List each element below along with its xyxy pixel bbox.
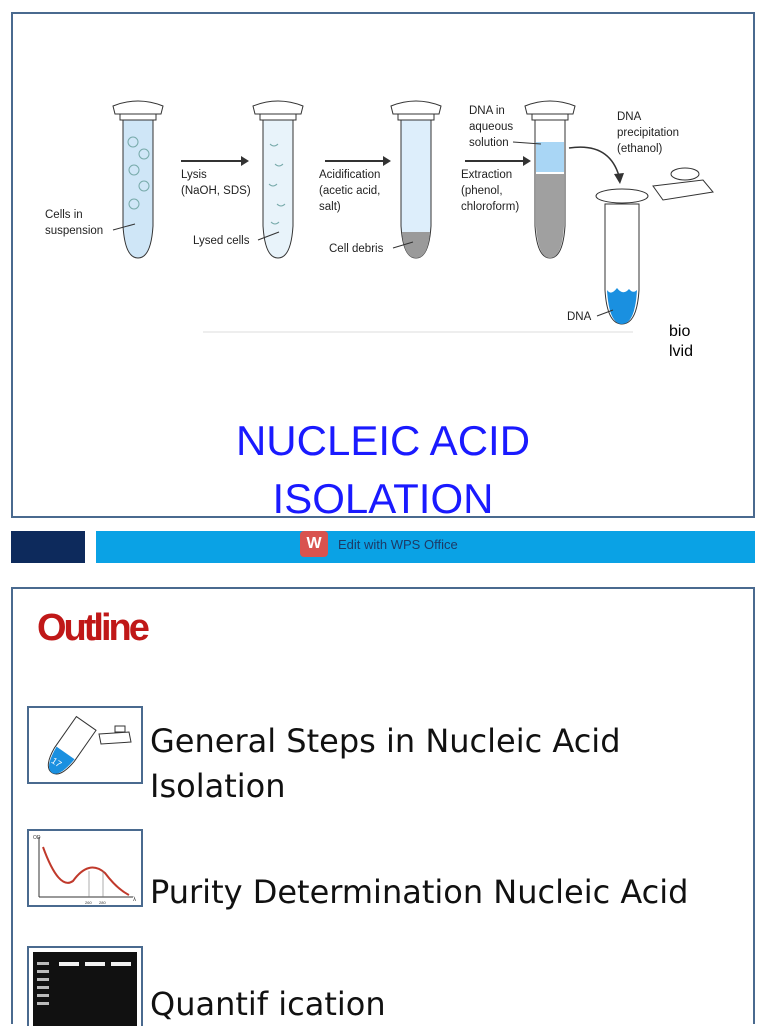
svg-text:Lysis (NaOH, SDS): Lysis (NaOH, SDS): [181, 169, 251, 197]
tube-dna-precipitate: [595, 167, 714, 325]
spectrum-graph-icon: OD λ 260 280: [27, 829, 143, 907]
svg-text:Acidification (acetic ac: Acidification (acetic acid, salt): [319, 169, 384, 213]
banner-blue-bar: [96, 531, 755, 563]
svg-text:Lysed cells: Lysed cells: [193, 235, 250, 247]
outline-item-2: Purity Determination Nucleic Acid: [150, 873, 689, 911]
tube-lysed-cells: [252, 100, 304, 259]
title-slide: Cells in suspension Lysis (NaOH, SDS) Ly…: [11, 12, 755, 522]
outline-slide: Outline 17 General Steps in Nucleic Acid…: [11, 587, 755, 1026]
svg-text:Cells in suspension: Cells in suspension: [45, 209, 103, 237]
tube-icon: 17: [27, 706, 143, 784]
outline-item-1-line2: Isolation: [150, 767, 286, 805]
slide-title-line1: NUCLEIC ACID: [235, 417, 531, 464]
slide-title-line2: ISOLATION: [272, 475, 494, 522]
outline-heading: Outline: [37, 607, 150, 649]
svg-text:DNA: DNA: [567, 311, 592, 323]
banner-dark-block: [11, 531, 85, 563]
image-credit: biolvid: [669, 323, 694, 360]
tube-cells-suspension: [112, 100, 164, 259]
wps-edit-label: Edit with WPS Office: [338, 536, 458, 552]
svg-text:λ: λ: [133, 897, 136, 903]
svg-text:Extraction (phenol,: Extraction (phenol, chloroform): [461, 169, 519, 213]
svg-text:DNA precipitation: DNA precipitation (ethanol): [617, 111, 682, 155]
svg-text:260: 260: [85, 900, 92, 905]
outline-item-1-line1: General Steps in Nucleic Acid: [150, 722, 621, 760]
svg-text:Cell debris: Cell debris: [329, 243, 384, 255]
gel-electrophoresis-icon: [27, 946, 143, 1026]
svg-text:DNA in aqueous sol: DNA in aqueous solution: [469, 105, 516, 149]
isolation-diagram: Cells in suspension Lysis (NaOH, SDS) Ly…: [45, 100, 714, 333]
wps-logo-icon: W: [300, 531, 328, 557]
outline-item-3: Quantif ication: [150, 985, 386, 1023]
wps-edit-button[interactable]: W Edit with WPS Office: [300, 530, 458, 558]
tube-cell-debris: [390, 100, 442, 259]
tube-extraction: [524, 100, 576, 259]
svg-text:280: 280: [99, 900, 106, 905]
svg-text:17: 17: [50, 755, 64, 769]
svg-text:OD: OD: [33, 835, 41, 841]
